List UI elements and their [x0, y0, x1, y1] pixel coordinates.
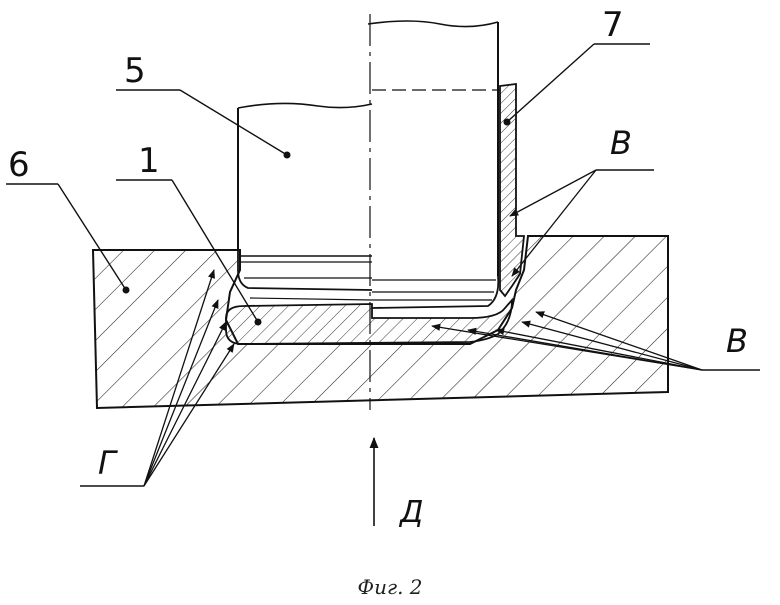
svg-text:1: 1: [138, 141, 160, 181]
svg-text:В: В: [726, 322, 748, 360]
svg-text:7: 7: [602, 5, 624, 45]
label-7: 7: [504, 5, 651, 126]
svg-text:5: 5: [124, 51, 146, 91]
svg-text:Д: Д: [398, 495, 423, 530]
rod-right-section: [368, 21, 500, 308]
figure-caption: Фиг. 2: [357, 575, 422, 599]
sleeve-7: [500, 84, 524, 296]
svg-text:В: В: [610, 124, 632, 162]
svg-text:Фиг. 2: Фиг. 2: [357, 575, 422, 599]
direction-arrow-d: Д: [374, 438, 423, 530]
rod-5: [238, 103, 372, 300]
svg-text:Г: Г: [98, 444, 118, 482]
svg-text:6: 6: [8, 145, 30, 185]
